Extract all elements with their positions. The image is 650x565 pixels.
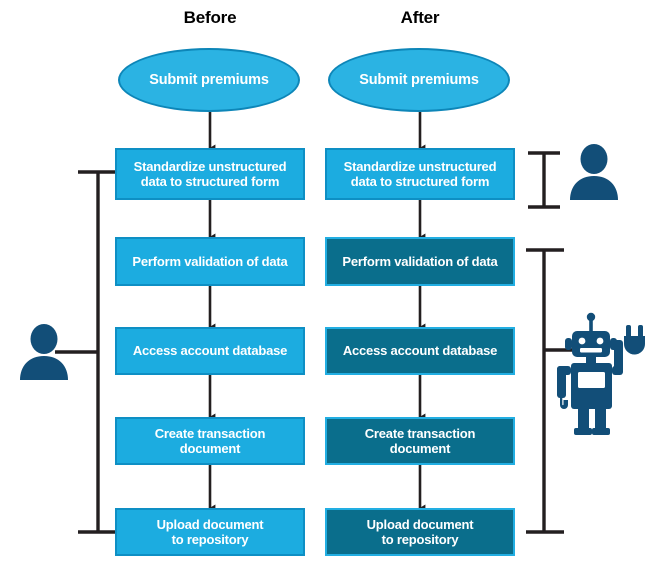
column-header-after: After — [400, 8, 440, 27]
node-label: Perform validation of data — [132, 253, 288, 269]
node-label: Create transaction document — [154, 425, 266, 456]
node-label: Standardize unstructured data to structu… — [343, 158, 497, 189]
person-icon — [20, 324, 68, 380]
node-after-step-5[interactable]: Upload document to repository — [325, 508, 515, 556]
column-header-before: Before — [183, 8, 237, 27]
node-before-step-3[interactable]: Access account database — [115, 327, 305, 375]
node-label: Perform validation of data — [342, 253, 498, 269]
node-label: Upload document to repository — [156, 516, 264, 547]
robot-icon — [556, 312, 645, 435]
node-before-step-2[interactable]: Perform validation of data — [115, 237, 305, 286]
node-label: Access account database — [132, 343, 288, 359]
node-before-submit-premiums[interactable]: Submit premiums — [118, 48, 300, 112]
node-before-step-4[interactable]: Create transaction document — [115, 417, 305, 465]
node-after-step-1[interactable]: Standardize unstructured data to structu… — [325, 148, 515, 200]
bracket-human-before — [55, 170, 118, 534]
node-after-step-2[interactable]: Perform validation of data — [325, 237, 515, 286]
node-after-submit-premiums[interactable]: Submit premiums — [328, 48, 510, 112]
bracket-human-after — [528, 151, 560, 209]
node-label: Access account database — [342, 343, 498, 359]
node-label: Upload document to repository — [366, 516, 474, 547]
node-before-step-1[interactable]: Standardize unstructured data to structu… — [115, 148, 305, 200]
node-after-step-3[interactable]: Access account database — [325, 327, 515, 375]
person-icon — [570, 144, 618, 200]
node-label: Create transaction document — [364, 425, 476, 456]
node-label: Standardize unstructured data to structu… — [133, 158, 287, 189]
node-after-step-4[interactable]: Create transaction document — [325, 417, 515, 465]
node-before-step-5[interactable]: Upload document to repository — [115, 508, 305, 556]
